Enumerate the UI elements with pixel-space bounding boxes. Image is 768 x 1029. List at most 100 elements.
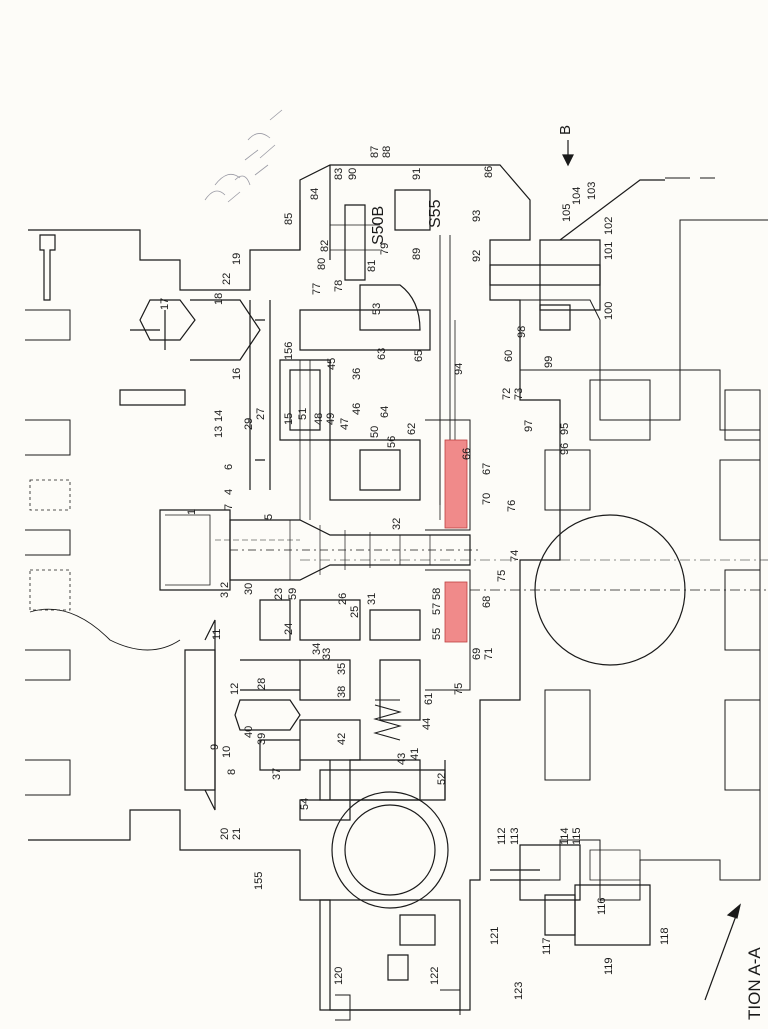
part-label: 89 (411, 248, 423, 260)
part-label: 9 (209, 744, 221, 750)
part-label: 30 (243, 583, 255, 595)
part-label: 37 (271, 768, 283, 780)
part-label: 29 (243, 418, 255, 430)
part-label: 102 (603, 217, 615, 235)
part-label: 52 (436, 773, 448, 785)
part-label: 105 (561, 204, 573, 222)
part-label: 87 (369, 146, 381, 158)
part-label: 2 (219, 582, 231, 588)
part-label: 121 (489, 927, 501, 945)
part-label: 55 (431, 628, 443, 640)
part-label: 94 (453, 363, 465, 375)
part-label: 73 (513, 388, 525, 400)
part-label: 97 (523, 420, 535, 432)
part-label: 84 (309, 188, 321, 200)
part-label: 103 (586, 182, 598, 200)
part-label: 10 (221, 746, 233, 758)
part-label: 86 (483, 166, 495, 178)
part-label: 16 (231, 368, 243, 380)
part-label: 61 (423, 693, 435, 705)
part-label: 71 (483, 648, 495, 660)
part-label: 77 (311, 283, 323, 295)
part-label: 21 (231, 828, 243, 840)
part-label: 34 (311, 643, 323, 655)
part-label: 4 (223, 489, 235, 495)
marker-s55: S55 (427, 199, 444, 228)
part-label: 68 (481, 596, 493, 608)
part-label: 118 (659, 927, 671, 945)
part-label: 62 (406, 423, 418, 435)
pencil-note-scribble (204, 109, 283, 203)
part-label: 17 (159, 298, 171, 310)
part-label: 40 (243, 726, 255, 738)
part-label: 24 (283, 623, 295, 635)
part-label: 5 (263, 514, 275, 520)
part-label: 35 (336, 663, 348, 675)
part-label: 53 (371, 303, 383, 315)
part-label: 50 (369, 426, 381, 438)
part-label: 46 (351, 403, 363, 415)
part-label: 39 (256, 733, 268, 745)
part-label: 120 (333, 967, 345, 985)
part-label: 51 (297, 408, 309, 420)
part-labels: 1 2 3 4 5 6 7 8 9 10 11 12 13 14 15 16 1… (159, 146, 671, 1000)
part-label: 22 (221, 273, 233, 285)
part-label: 74 (509, 550, 521, 562)
part-label: 38 (336, 686, 348, 698)
part-label: 123 (513, 982, 525, 1000)
highlighted-parts (444, 439, 468, 643)
part-label: 67 (481, 463, 493, 475)
part-label: 76 (506, 500, 518, 512)
part-label: 54 (299, 798, 311, 810)
part-label: 7 (223, 504, 235, 510)
section-title: TION A-A (745, 947, 764, 1020)
part-label: 75 (496, 570, 508, 582)
part-label: 104 (571, 187, 583, 205)
part-label: 112 (496, 827, 508, 845)
marker-s50b: S50B (370, 206, 387, 245)
part-label: 32 (391, 518, 403, 530)
part-label: 36 (351, 368, 363, 380)
part-label: 18 (213, 293, 225, 305)
part-label: 33 (321, 648, 333, 660)
part-label: 81 (366, 260, 378, 272)
highlight-part-upper (444, 439, 468, 529)
part-label: 60 (503, 350, 515, 362)
part-label: 56 (386, 436, 398, 448)
part-label: 6 (223, 464, 235, 470)
drawing-linework (25, 140, 768, 1021)
part-label: 156 (283, 342, 295, 360)
part-label: 70 (481, 493, 493, 505)
part-label: 13 (213, 426, 225, 438)
part-label: 69 (471, 648, 483, 660)
part-label: 15 (283, 413, 295, 425)
part-label: 66 (461, 448, 473, 460)
part-label: 57 (431, 603, 443, 615)
part-label: 99 (543, 356, 555, 368)
part-label: 19 (231, 253, 243, 265)
part-label: 88 (381, 146, 393, 158)
part-label: 63 (376, 348, 388, 360)
part-label: 3 (219, 592, 231, 598)
part-label: 79 (379, 243, 391, 255)
part-label: 45 (326, 358, 338, 370)
part-label: 93 (471, 210, 483, 222)
part-label: 1 (186, 509, 198, 515)
part-label: 114 (559, 827, 571, 845)
part-label: 83 (333, 168, 345, 180)
part-label: 78 (333, 280, 345, 292)
part-label: 122 (429, 967, 441, 985)
part-label: 65 (413, 350, 425, 362)
highlight-part-lower (444, 581, 468, 643)
part-label: 98 (516, 326, 528, 338)
part-label: 11 (211, 629, 223, 640)
section-markers: S50B S55 B TION A-A (370, 125, 764, 1020)
part-label: 12 (229, 683, 241, 695)
part-label: 117 (541, 937, 553, 955)
part-label: 27 (255, 408, 267, 420)
part-label: 25 (349, 606, 361, 618)
part-label: 47 (339, 418, 351, 430)
part-label: 64 (379, 406, 391, 418)
part-label: 119 (603, 957, 615, 975)
